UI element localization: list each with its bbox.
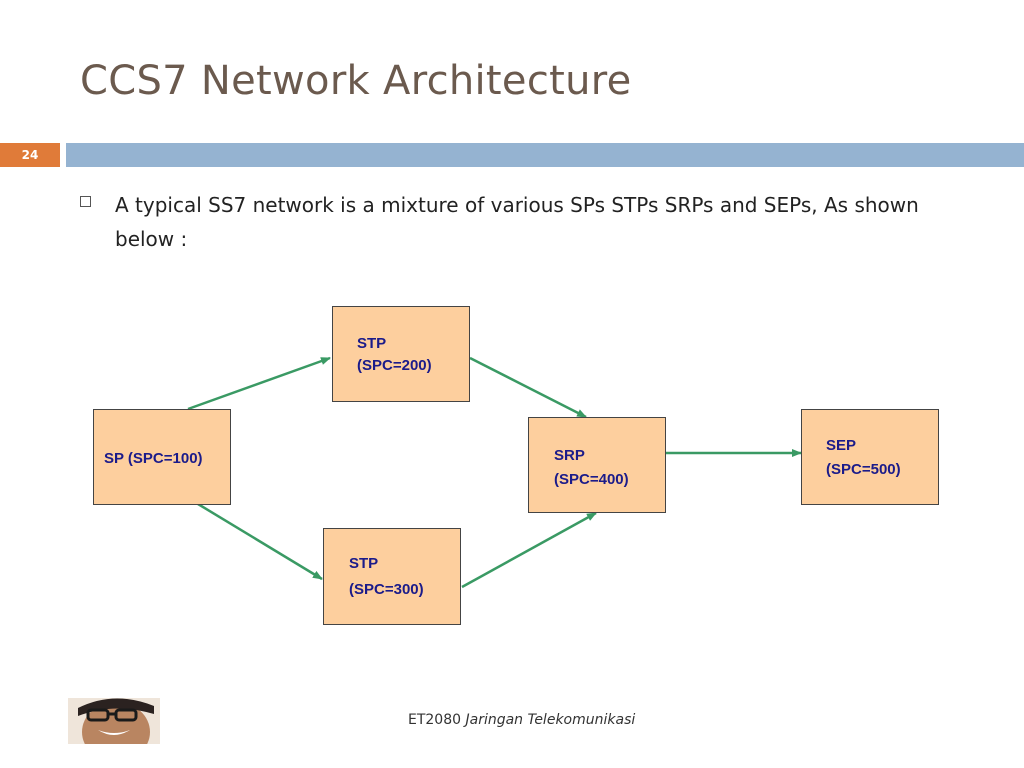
slide-number: 24 (0, 143, 60, 167)
node-sp-label: SP (SPC=100) (104, 450, 203, 467)
node-sp: SP (SPC=100) (93, 409, 231, 505)
node-sep-label: SEP (SPC=500) (826, 437, 901, 478)
footer-course: Jaringan Telekomunikasi (465, 712, 636, 728)
presenter-photo-image (68, 698, 160, 744)
edge-sp-stp200 (187, 356, 331, 411)
node-stp-300: STP (SPC=300) (323, 528, 461, 625)
square-bullet-icon (80, 196, 91, 207)
edge-stp200-srp (469, 356, 587, 419)
presenter-photo (68, 698, 160, 744)
slide-title: CCS7 Network Architecture (80, 58, 632, 104)
node-stp-200-label: STP (SPC=200) (357, 335, 432, 374)
edge-stp300-srp (461, 511, 597, 589)
node-stp-300-label: STP (SPC=300) (349, 555, 424, 598)
edge-sp-stp300 (197, 502, 323, 581)
node-srp-label: SRP (SPC=400) (554, 447, 629, 488)
bullet-text: A typical SS7 network is a mixture of va… (115, 193, 919, 251)
node-stp-200: STP (SPC=200) (332, 306, 470, 402)
header-bar (66, 143, 1024, 167)
node-srp: SRP (SPC=400) (528, 417, 666, 513)
footer: ET2080 Jaringan Telekomunikasi (408, 712, 635, 728)
footer-code: ET2080 (408, 712, 462, 728)
node-sep: SEP (SPC=500) (801, 409, 939, 505)
